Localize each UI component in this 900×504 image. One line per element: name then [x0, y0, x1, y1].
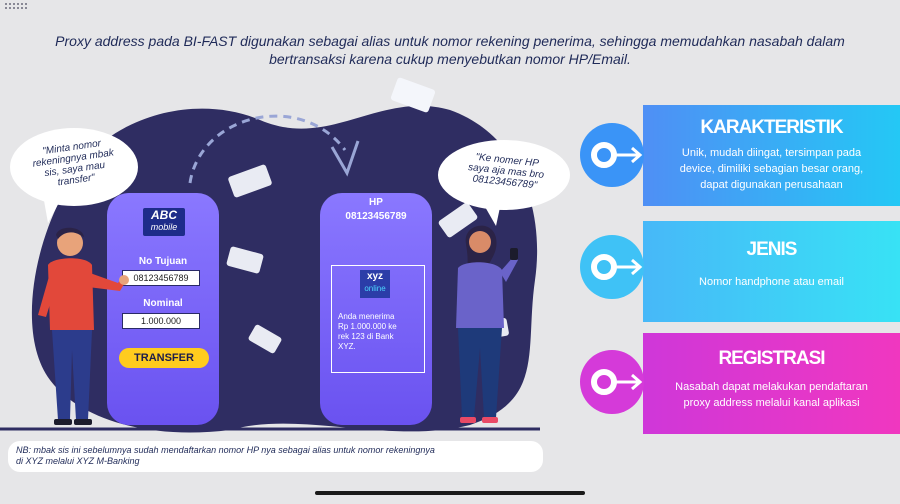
hp-label: HP 08123456789 — [320, 196, 432, 224]
arrow-ring-icon — [580, 235, 644, 299]
transfer-button[interactable]: TRANSFER — [119, 348, 209, 368]
home-indicator-bar — [315, 491, 585, 495]
headline-line-1: Proxy address pada BI-FAST digunakan seb… — [55, 33, 845, 49]
window-dots-icon — [5, 3, 27, 9]
bubble-tail-left — [43, 195, 63, 223]
card-registrasi-title: REGISTRASI — [718, 348, 825, 369]
notification-message: Anda menerima Rp 1.000.000 ke rek 123 di… — [338, 312, 397, 351]
arrow-ring-icon — [580, 350, 644, 414]
woman-figure — [456, 225, 518, 423]
card-jenis: JENIS Nomor handphone atau email — [643, 221, 900, 322]
bubble-tail-right — [480, 198, 502, 226]
arrow-ring-icon — [580, 123, 644, 187]
card-registrasi-desc: Nasabah dapat melakukan pendaftaran prox… — [675, 381, 868, 409]
xyz-online-logo: xyz online — [360, 270, 390, 298]
arrow-ring-glyph — [591, 142, 643, 168]
dashed-arrow-icon — [188, 114, 360, 184]
nominal-field[interactable]: 1.000.000 — [122, 313, 200, 329]
receiver-phone — [320, 193, 432, 425]
arrow-ring-glyph — [591, 254, 643, 280]
hp-number: 08123456789 — [345, 211, 407, 222]
banknote-icon — [390, 77, 436, 113]
arrow-ring-glyph — [591, 369, 643, 395]
no-tujuan-label: No Tujuan — [138, 256, 188, 267]
card-jenis-desc: Nomor handphone atau email — [699, 276, 844, 288]
abc-mobile-logo: ABC mobile — [143, 208, 185, 236]
nominal-label: Nominal — [143, 298, 183, 309]
note-box — [8, 441, 543, 472]
speech-bubble-left — [10, 128, 138, 206]
card-jenis-title: JENIS — [746, 239, 798, 260]
headline-line-2: bertransaksi karena cukup menyebutkan no… — [269, 51, 631, 67]
no-tujuan-field[interactable]: 08123456789 — [122, 270, 200, 286]
card-karakteristik: KARAKTERISTIK Unik, mudah diingat, tersi… — [643, 105, 900, 206]
headline: Proxy address pada BI-FAST digunakan seb… — [0, 32, 900, 68]
man-figure — [38, 227, 129, 425]
speech-bubble-right — [438, 140, 570, 210]
note-text: NB: mbak sis ini sebelumnya sudah mendaf… — [16, 445, 435, 466]
banknote-icon — [226, 164, 509, 354]
floor-line — [0, 427, 540, 431]
notification-box — [331, 265, 425, 373]
card-karakteristik-desc: Unik, mudah diingat, tersimpan pada devi… — [679, 147, 864, 191]
card-karakteristik-title: KARAKTERISTIK — [700, 117, 843, 138]
card-registrasi: REGISTRASI Nasabah dapat melakukan penda… — [643, 333, 900, 434]
